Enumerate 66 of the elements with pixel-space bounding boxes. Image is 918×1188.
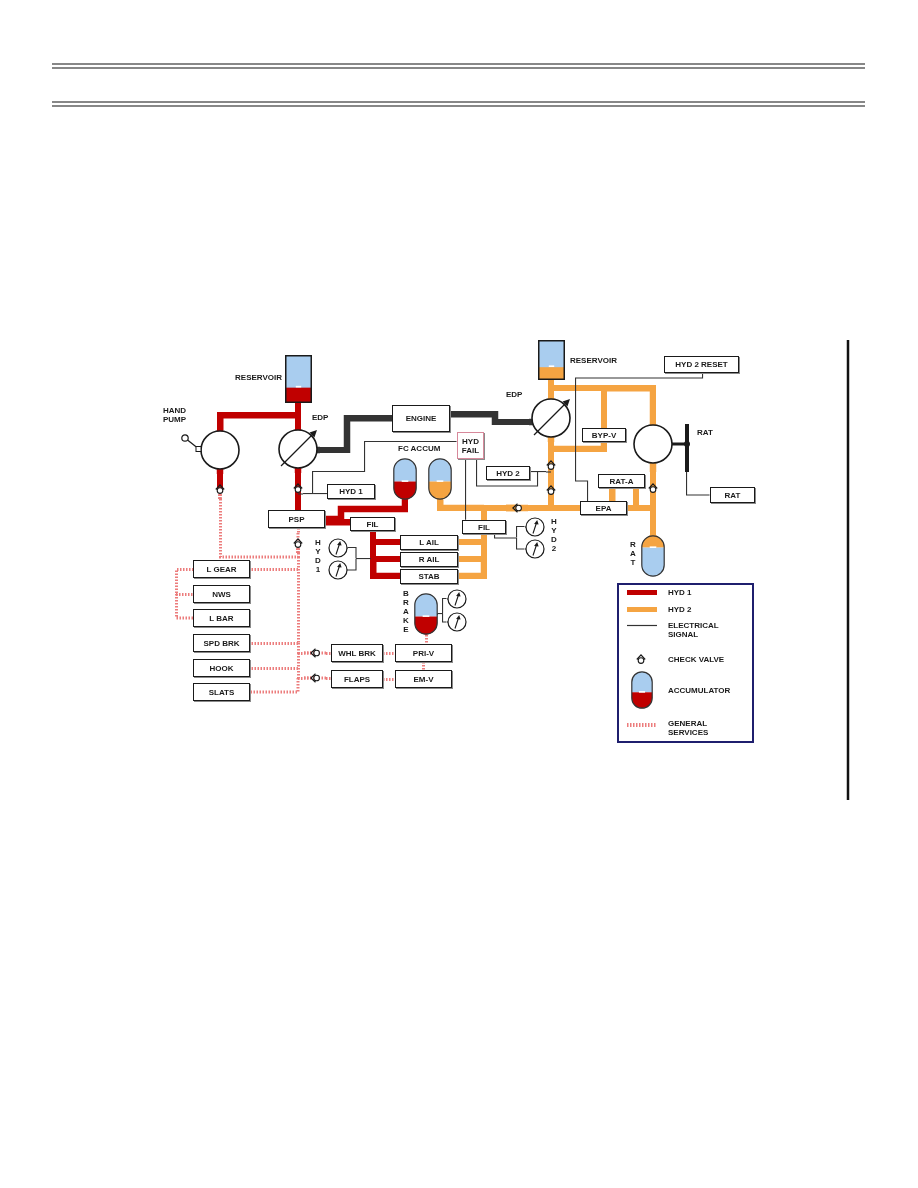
component-box: HYD FAIL <box>457 432 484 459</box>
check-valve-icon <box>648 478 658 498</box>
component-box: BYP-V <box>582 428 626 442</box>
component-box: HYD 1 <box>327 484 375 499</box>
accumulator-symbol <box>393 458 417 500</box>
check-valve-icon <box>304 648 326 658</box>
hand-pump-symbol <box>180 430 240 474</box>
component-box: SLATS <box>193 683 250 701</box>
component-box: R AIL <box>400 552 458 567</box>
component-box: RAT <box>710 487 755 503</box>
gauge-icon <box>328 560 348 580</box>
gauge-icon <box>525 539 545 559</box>
variable-pump-symbol <box>529 398 573 442</box>
component-label: R A T <box>629 540 637 567</box>
component-box: PSP <box>268 510 325 528</box>
component-box: RAT-A <box>598 474 645 488</box>
gauge-icon <box>447 612 467 632</box>
gauge-icon <box>447 589 467 609</box>
check-valve-icon <box>546 455 556 475</box>
component-label: H Y D 1 <box>314 538 322 574</box>
turbine-pump-symbol <box>633 424 691 472</box>
legend-label: HYD 2 <box>668 605 693 614</box>
component-label: RESERVOIR <box>570 356 617 365</box>
gauge-icon <box>525 517 545 537</box>
check-valve-icon <box>215 479 225 499</box>
component-box: STAB <box>400 569 458 584</box>
check-valve-icon <box>506 503 528 513</box>
component-box: PRI-V <box>395 644 452 662</box>
legend-label: ACCUMULATOR <box>668 686 732 695</box>
component-box: FLAPS <box>331 670 383 688</box>
component-box: EPA <box>580 501 627 515</box>
variable-pump-symbol <box>276 429 320 473</box>
component-label: HAND PUMP <box>163 406 188 424</box>
component-box: WHL BRK <box>331 644 383 662</box>
component-label: RESERVOIR <box>235 373 282 382</box>
component-box: L AIL <box>400 535 458 550</box>
component-label: RAT <box>697 428 713 437</box>
component-label: H Y D 2 <box>550 517 558 553</box>
legend-label: CHECK VALVE <box>668 655 726 664</box>
reservoir-tank <box>538 340 565 380</box>
component-box: EM-V <box>395 670 452 688</box>
component-box: HYD 2 RESET <box>664 356 739 373</box>
legend-label: GENERAL SERVICES <box>668 719 710 737</box>
check-valve-icon <box>293 478 303 498</box>
component-box: ENGINE <box>392 405 450 432</box>
component-box: SPD BRK <box>193 634 250 652</box>
check-valve-icon <box>304 673 326 683</box>
component-label: B R A K E <box>402 589 410 634</box>
component-box: FIL <box>462 520 506 534</box>
component-box: L BAR <box>193 609 250 627</box>
check-valve-icon <box>293 533 303 553</box>
component-box: NWS <box>193 585 250 603</box>
component-box: L GEAR <box>193 560 250 578</box>
component-label: EDP <box>506 390 523 399</box>
accumulator-symbol <box>641 535 665 577</box>
reservoir-tank <box>285 355 312 403</box>
gauge-icon <box>328 538 348 558</box>
legend-label: HYD 1 <box>668 588 693 597</box>
accumulator-symbol <box>428 458 452 500</box>
legend-label: ELECTRICAL SIGNAL <box>668 621 720 639</box>
component-box: HOOK <box>193 659 250 677</box>
component-label: FC ACCUM <box>398 444 441 453</box>
component-box: FIL <box>350 517 395 531</box>
component-box: HYD 2 <box>486 466 530 480</box>
component-label: EDP <box>312 413 329 422</box>
accumulator-symbol <box>414 593 438 635</box>
